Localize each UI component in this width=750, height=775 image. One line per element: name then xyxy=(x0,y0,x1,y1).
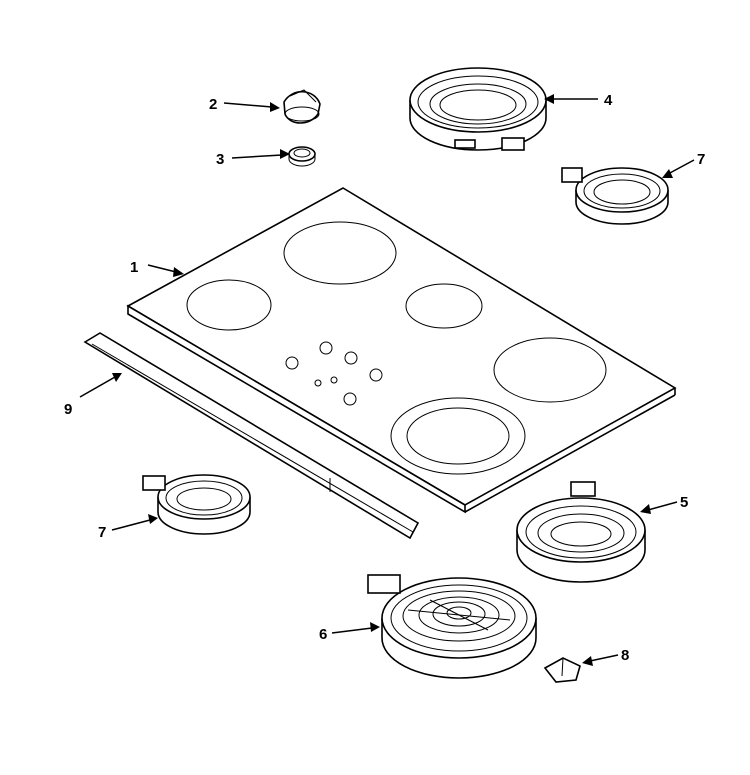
callout-7-top: 7 xyxy=(697,151,705,168)
callout-7-left: 7 xyxy=(98,524,106,541)
callout-9: 9 xyxy=(64,401,72,418)
callout-2: 2 xyxy=(209,96,217,113)
cooktop-glass-part xyxy=(126,187,677,514)
callout-3: 3 xyxy=(216,151,224,168)
callout-6: 6 xyxy=(319,626,327,643)
radiant-element-small-part-top xyxy=(561,167,669,225)
coil-element-part xyxy=(367,574,537,679)
callout-5: 5 xyxy=(680,494,688,511)
radiant-element-large-part xyxy=(409,67,547,151)
callout-8: 8 xyxy=(621,647,629,664)
radiant-element-small-part-left xyxy=(142,474,251,535)
knob-part xyxy=(283,89,321,124)
radiant-element-medium-part xyxy=(516,481,646,583)
knob-insert-part xyxy=(288,146,316,167)
clip-part xyxy=(543,657,581,683)
trim-strip-part xyxy=(83,332,420,540)
callout-4: 4 xyxy=(604,92,613,109)
callout-arrows xyxy=(79,94,695,666)
callout-1: 1 xyxy=(130,259,138,276)
